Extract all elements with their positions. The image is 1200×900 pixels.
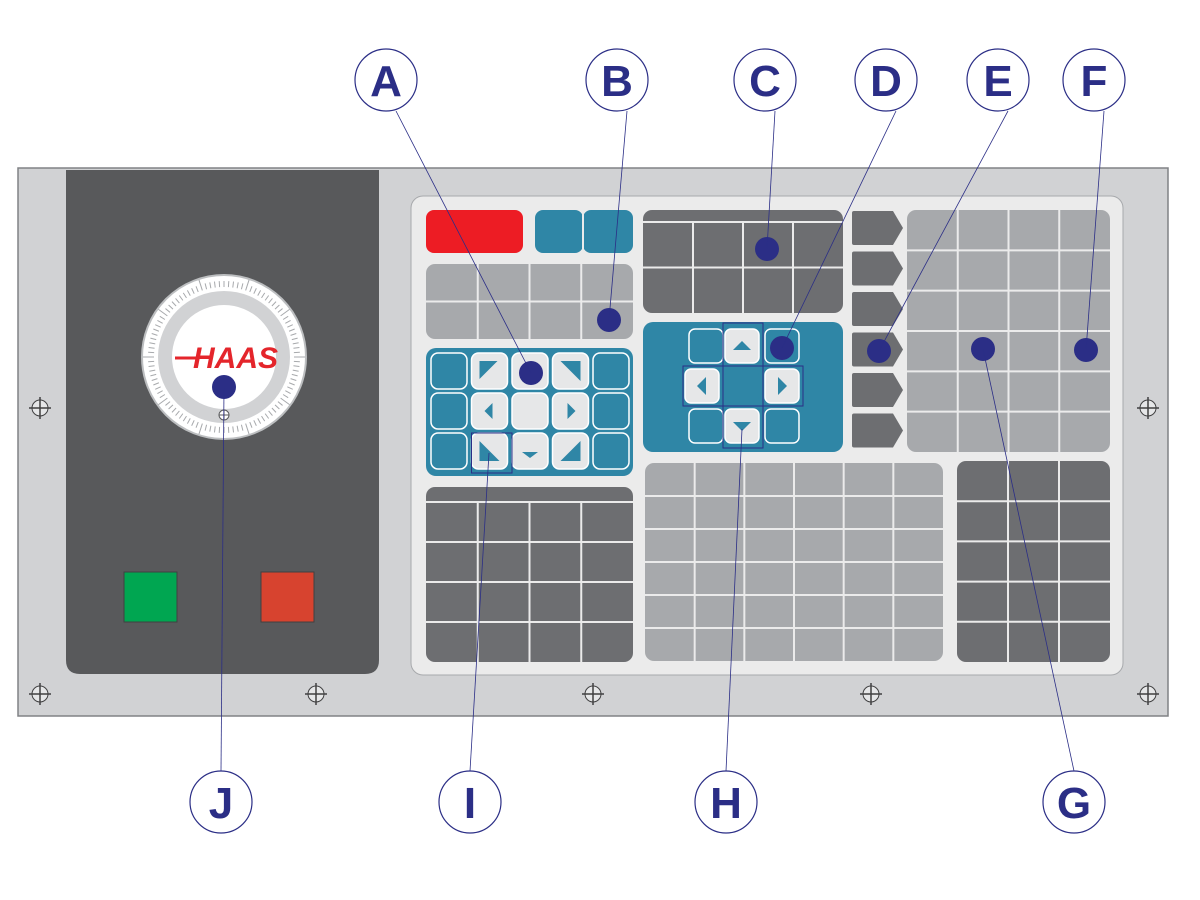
arrow-icon: [560, 361, 581, 381]
callout-j: J: [189, 770, 253, 834]
jog-key[interactable]: [470, 352, 509, 390]
numeric-key-block: [645, 463, 943, 661]
handwheel[interactable]: HAAS: [141, 274, 307, 440]
cursor-pad: [643, 322, 843, 452]
alpha-key-block: [426, 487, 633, 662]
jog-key[interactable]: [430, 432, 468, 470]
display-key-block: [426, 264, 633, 339]
callout-label: D: [870, 57, 902, 106]
function-keys: [852, 211, 903, 448]
callout-f: F: [1062, 48, 1126, 112]
cursor-key[interactable]: [725, 369, 759, 403]
haas-logo: HAAS: [175, 342, 278, 375]
cycle-start-button[interactable]: [123, 571, 178, 623]
power-key-left[interactable]: [535, 210, 583, 253]
callout-label: J: [209, 779, 233, 828]
arrow-icon: [479, 361, 498, 379]
arrow-icon: [778, 377, 787, 395]
jog-cluster: [426, 348, 633, 476]
screw-icon: [29, 397, 51, 419]
callout-a: A: [354, 48, 418, 112]
edit-key-block: [957, 461, 1110, 662]
jog-key[interactable]: [592, 352, 630, 390]
callout-b: B: [585, 48, 649, 112]
power-off-key[interactable]: [426, 210, 523, 253]
jog-key[interactable]: [511, 432, 549, 470]
cursor-key[interactable]: [688, 328, 724, 364]
arrow-icon: [479, 441, 500, 461]
handwheel-dial-ticks: [143, 279, 305, 435]
function-key[interactable]: [852, 413, 903, 448]
screw-icon: [1137, 683, 1159, 705]
jog-key[interactable]: [511, 392, 549, 430]
callout-leaders: [220, 110, 1105, 772]
callout-label: G: [1057, 779, 1091, 828]
callout-label: I: [464, 779, 476, 828]
arrow-icon: [733, 341, 751, 350]
screw-icon: [582, 683, 604, 705]
function-key[interactable]: [852, 292, 903, 326]
callout-label: A: [370, 57, 402, 106]
function-key[interactable]: [852, 373, 903, 407]
callout-g: G: [1042, 770, 1106, 834]
arrow-icon: [560, 441, 581, 461]
arrow-icon: [697, 377, 706, 395]
screw-icon: [1137, 397, 1159, 419]
cursor-key[interactable]: [764, 408, 800, 444]
cursor-row-highlight: [682, 365, 804, 407]
callout-label: E: [983, 57, 1012, 106]
callout-label: B: [601, 57, 633, 106]
callout-c: C: [733, 48, 797, 112]
callout-d: D: [854, 48, 918, 112]
screw-icon: [305, 683, 327, 705]
mode-key-block: [643, 210, 843, 313]
function-key[interactable]: [852, 211, 903, 245]
function-key[interactable]: [852, 251, 903, 286]
jog-key[interactable]: [430, 392, 468, 430]
arrow-icon: [567, 403, 576, 419]
haas-logo-text: HAAS: [193, 342, 278, 375]
callout-label: F: [1081, 57, 1108, 106]
cursor-key[interactable]: [688, 408, 724, 444]
callouts: A B C D E F G H I J: [189, 48, 1126, 834]
jog-key[interactable]: [430, 352, 468, 390]
cursor-col-highlight: [722, 322, 764, 449]
jog-key[interactable]: [592, 432, 630, 470]
jog-key[interactable]: [592, 392, 630, 430]
panel-screws: [29, 397, 1159, 705]
callout-i: I: [438, 770, 502, 834]
screw-icon: [860, 683, 882, 705]
feed-hold-button[interactable]: [260, 571, 315, 623]
callout-e: E: [966, 48, 1030, 112]
screw-icon: [29, 683, 51, 705]
power-key-right[interactable]: [583, 210, 633, 253]
arrow-icon: [733, 422, 751, 431]
arrow-icon: [484, 403, 493, 419]
callout-label: C: [749, 57, 781, 106]
jog-key-highlight: [471, 432, 513, 474]
callout-h: H: [694, 770, 758, 834]
function-grid: [907, 210, 1110, 452]
callout-label: H: [710, 779, 742, 828]
arrow-icon: [522, 452, 538, 458]
